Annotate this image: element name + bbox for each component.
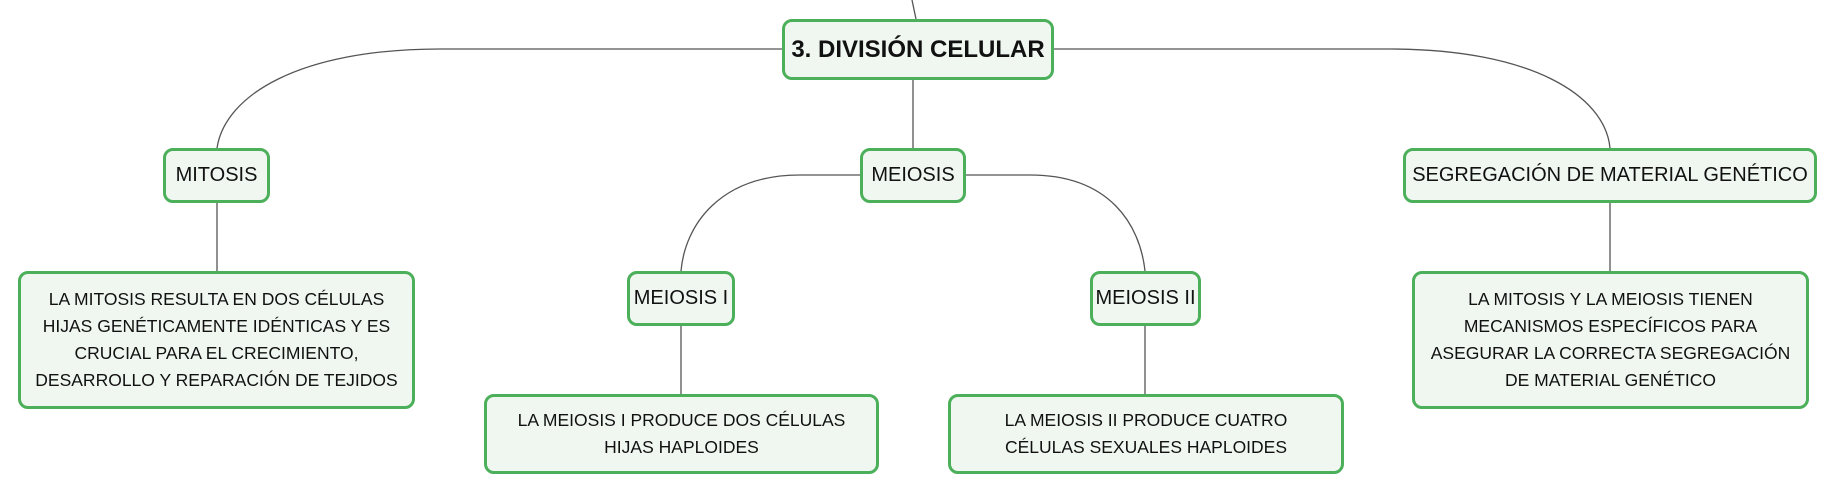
meiosis-ii-detail-node[interactable]: LA MEIOSIS II PRODUCE CUATRO CÉLULAS SEX… [948, 394, 1344, 474]
connector-root-mitosis [216, 48, 782, 149]
segregacion-detail-text: LA MITOSIS Y LA MEIOSIS TIENEN MECANISMO… [1430, 289, 1791, 390]
meiosis-i-node[interactable]: MEIOSIS I [627, 271, 735, 326]
meiosis-node[interactable]: MEIOSIS [860, 148, 966, 203]
meiosis-ii-node[interactable]: MEIOSIS II [1090, 271, 1201, 326]
segregacion-detail-node[interactable]: LA MITOSIS Y LA MEIOSIS TIENEN MECANISMO… [1412, 271, 1809, 409]
meiosis-ii-detail-text: LA MEIOSIS II PRODUCE CUATRO CÉLULAS SEX… [1004, 410, 1288, 457]
segregacion-node[interactable]: SEGREGACIÓN DE MATERIAL GENÉTICO [1403, 148, 1817, 203]
mitosis-node-label: MITOSIS [175, 164, 258, 186]
meiosis-i-detail-text: LA MEIOSIS I PRODUCE DOS CÉLULAS HIJAS H… [517, 410, 846, 457]
connector-root-segregacion [1054, 48, 1611, 149]
mitosis-detail-node[interactable]: LA MITOSIS RESULTA EN DOS CÉLULAS HIJAS … [18, 271, 415, 409]
mitosis-detail-text: LA MITOSIS RESULTA EN DOS CÉLULAS HIJAS … [35, 289, 398, 390]
meiosis-i-node-label: MEIOSIS I [633, 287, 729, 309]
meiosis-ii-node-label: MEIOSIS II [1095, 287, 1196, 309]
connector-meiosis-meiosis1 [680, 174, 860, 272]
root-node[interactable]: 3. DIVISIÓN CELULAR [782, 19, 1054, 80]
meiosis-i-detail-node[interactable]: LA MEIOSIS I PRODUCE DOS CÉLULAS HIJAS H… [484, 394, 879, 474]
segregacion-node-label: SEGREGACIÓN DE MATERIAL GENÉTICO [1412, 164, 1808, 186]
connector-root-incoming [911, 0, 917, 20]
mitosis-node[interactable]: MITOSIS [163, 148, 270, 203]
meiosis-node-label: MEIOSIS [871, 164, 955, 186]
root-node-label: 3. DIVISIÓN CELULAR [791, 35, 1045, 63]
connector-meiosis-meiosis2 [966, 174, 1146, 272]
